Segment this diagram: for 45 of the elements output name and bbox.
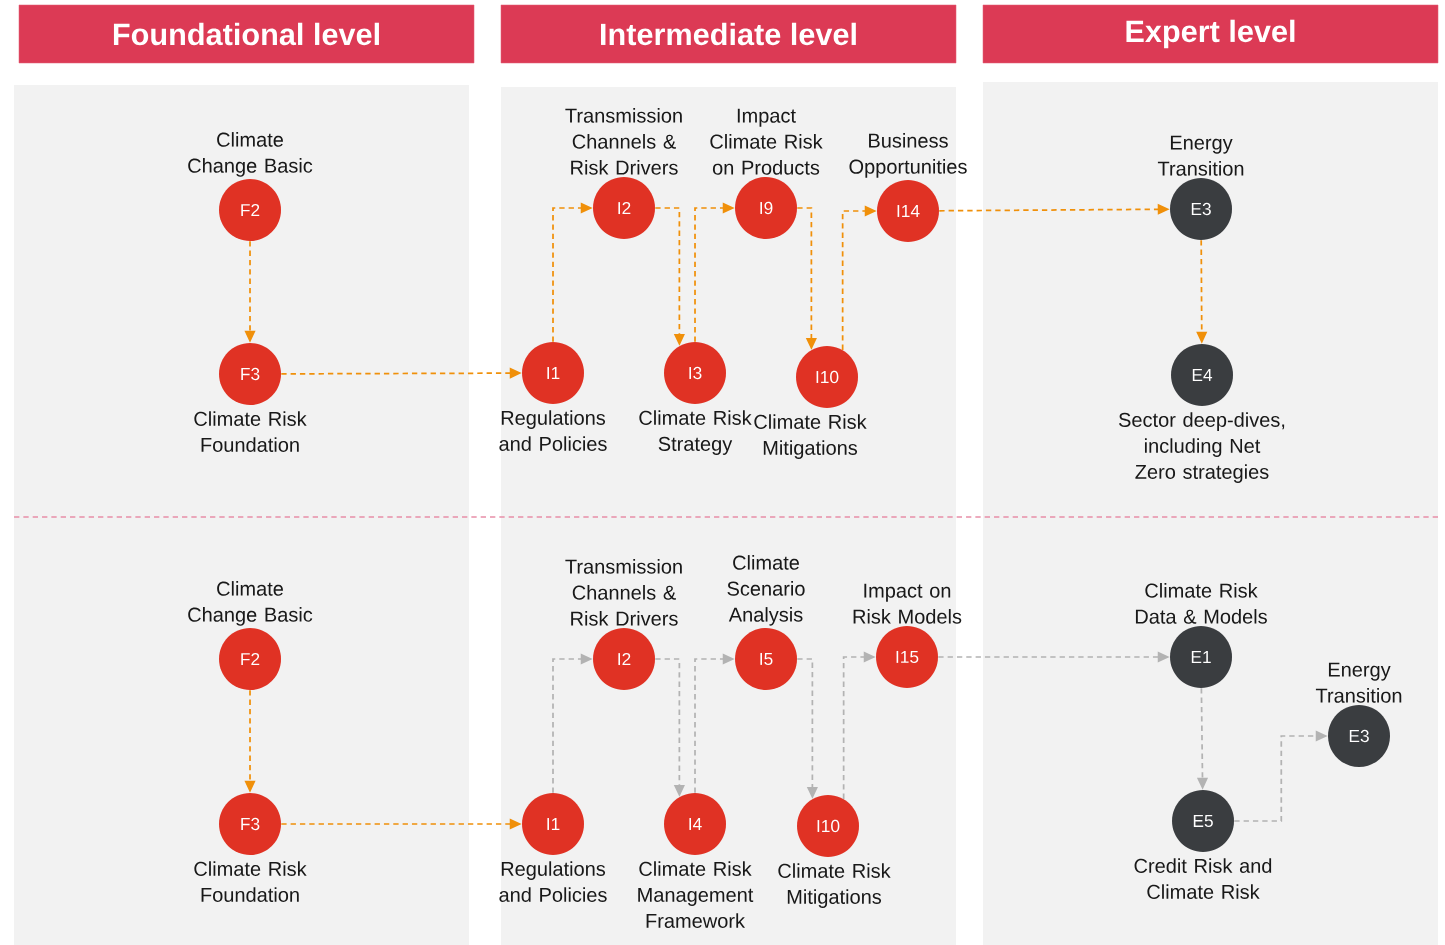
header-band: Foundational level bbox=[18, 4, 475, 64]
circle-node: I1 bbox=[522, 793, 584, 855]
circle-node: I10 bbox=[796, 346, 858, 408]
circle-node: E4 bbox=[1171, 344, 1233, 406]
node-caption: Transmission Channels & Risk Drivers bbox=[565, 559, 682, 626]
node-caption: Climate Risk Data & Models bbox=[1135, 583, 1267, 624]
node-caption: Business Opportunities bbox=[849, 133, 967, 178]
node-caption: Impact Climate Risk on Products bbox=[710, 108, 823, 175]
circle-node: F3 bbox=[219, 793, 281, 855]
circle-node: E5 bbox=[1172, 790, 1234, 852]
circle-node: I2 bbox=[593, 177, 655, 239]
node-caption: Energy Transition bbox=[1157, 135, 1244, 176]
circle-node: I3 bbox=[664, 342, 726, 404]
node-caption: Climate Risk Management Framework bbox=[638, 861, 754, 928]
circle-node: E3 bbox=[1328, 705, 1390, 767]
circle-node: I9 bbox=[735, 177, 797, 239]
node-caption: Climate Change Basic bbox=[188, 581, 313, 626]
circle-node: I5 bbox=[735, 628, 797, 690]
header-band: Expert level bbox=[982, 4, 1439, 64]
circle-node: F2 bbox=[219, 628, 281, 690]
node-caption: Climate Risk Foundation bbox=[194, 861, 307, 902]
circle-node: I1 bbox=[522, 342, 584, 404]
node-caption: Climate Risk Strategy bbox=[639, 410, 752, 455]
circle-node: I2 bbox=[593, 628, 655, 690]
node-caption: Energy Transition bbox=[1315, 662, 1402, 703]
circle-node: I4 bbox=[664, 793, 726, 855]
node-caption: Sector deep-dives, including Net Zero strategies bbox=[1119, 412, 1285, 483]
node-caption: Transmission Channels & Risk Drivers bbox=[565, 108, 682, 175]
node-caption: Climate Scenario Analysis bbox=[727, 555, 805, 626]
node-caption: Regulations and Policies bbox=[499, 410, 607, 451]
node-caption: Credit Risk and Climate Risk bbox=[1134, 858, 1272, 899]
circle-node: E3 bbox=[1170, 178, 1232, 240]
circle-node: I10 bbox=[797, 795, 859, 857]
node-caption: Impact on Risk Models bbox=[853, 583, 962, 624]
node-caption: Climate Risk Foundation bbox=[194, 411, 307, 452]
node-caption: Climate Risk Mitigations bbox=[778, 863, 891, 908]
node-caption: Climate Change Basic bbox=[188, 132, 313, 177]
circle-node: I14 bbox=[877, 180, 939, 242]
circle-node: F2 bbox=[219, 179, 281, 241]
node-caption: Regulations and Policies bbox=[499, 861, 607, 902]
node-caption: Climate Risk Mitigations bbox=[754, 414, 867, 459]
circle-node: E1 bbox=[1170, 626, 1232, 688]
header-band: Intermediate level bbox=[500, 4, 957, 64]
circle-node: I15 bbox=[876, 626, 938, 688]
circle-node: F3 bbox=[219, 343, 281, 405]
